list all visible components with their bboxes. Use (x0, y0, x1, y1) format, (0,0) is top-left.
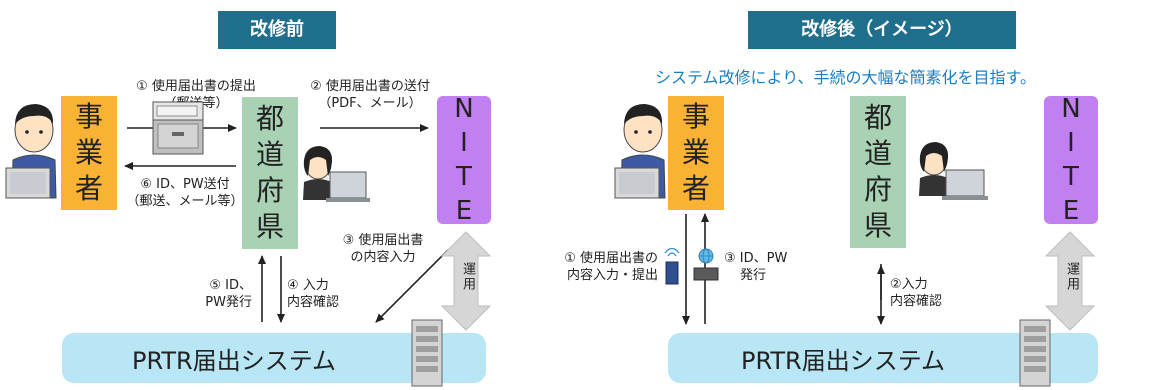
line: ⑥ ID、PW送付 (140, 177, 230, 192)
right-jigyosha-box: 事 業 者 (668, 96, 724, 210)
line: ③ 使用届出書 (342, 233, 424, 248)
line: PW発行 (205, 295, 252, 310)
char: E (1062, 196, 1080, 226)
char: E (455, 196, 473, 226)
left-unyo-arrow (440, 231, 492, 331)
line: 内容入力・提出 (566, 268, 658, 283)
char: N (1061, 94, 1081, 124)
right-system-label: PRTR届出システム (740, 346, 946, 375)
line: ① 使用届出書の (564, 251, 658, 266)
line: ③ ID、PW (724, 251, 788, 266)
line: ②入力 (890, 277, 928, 292)
left-unyo-label: 運用 (460, 262, 475, 292)
operator-woman-icon (919, 142, 988, 200)
char: 事 (681, 100, 710, 133)
left-nite-box: N I T E (437, 94, 491, 226)
businessman-computer-icon (5, 104, 57, 199)
left-step2-label: ② 使用届出書の送付 （PDF、メール） (290, 78, 450, 112)
left-step5-label: ⑤ ID、 PW発行 (180, 277, 252, 311)
char: 府 (255, 174, 284, 207)
right-nite-box: N I T E (1044, 94, 1098, 226)
left-step4-label: ④ 入力 内容確認 (287, 277, 367, 311)
left-header: 改修前 (218, 11, 336, 49)
right-pref-box: 都 道 府 県 (850, 96, 906, 248)
right-step3-label: ③ ID、PW 発行 (724, 250, 814, 284)
char: T (456, 162, 472, 192)
line: 内容確認 (287, 295, 340, 310)
char: I (460, 128, 468, 158)
left-system-label: PRTR届出システム (131, 346, 337, 375)
wifi-router-icon (664, 247, 680, 285)
right-unyo-label: 運用 (1064, 262, 1079, 292)
char: 県 (255, 210, 284, 243)
right-header: 改修後（イメージ） (748, 11, 1016, 49)
line: ② 使用届出書の送付 (310, 79, 430, 94)
businessman-computer-icon (614, 104, 666, 199)
line: （PDF、メール） (318, 96, 422, 111)
char: 都 (255, 102, 284, 135)
right-subtitle: システム改修により、手続の大幅な簡素化を目指す。 (655, 68, 1036, 87)
operator-woman-icon (303, 146, 370, 202)
line: 発行 (740, 268, 767, 283)
document-cabinet-icon (152, 101, 204, 155)
right-step1-label: ① 使用届出書の 内容入力・提出 (530, 250, 658, 284)
left-pref-box: 都 道 府 県 (242, 97, 298, 249)
line: 内容確認 (890, 294, 943, 309)
char: 者 (74, 172, 103, 205)
line: （郵送、メール等） (126, 194, 244, 209)
server-rack-icon (1019, 319, 1051, 387)
line: ⑤ ID、 (209, 278, 252, 293)
char: 事 (74, 100, 103, 133)
char: I (1067, 128, 1075, 158)
left-jigyosha-box: 事 業 者 (61, 96, 117, 210)
char: 府 (863, 173, 892, 206)
char: 都 (863, 101, 892, 134)
char: T (1063, 162, 1079, 192)
char: N (454, 94, 474, 124)
left-arrow-step3 (375, 249, 449, 323)
left-step3-label: ③ 使用届出書 の内容入力 (318, 232, 448, 266)
right-unyo-arrow (1044, 231, 1096, 331)
line: ① 使用届出書の提出 (136, 79, 256, 94)
char: 道 (863, 137, 892, 170)
line: の内容入力 (350, 250, 416, 265)
char: 県 (863, 209, 892, 242)
right-step2-label: ②入力 内容確認 (890, 276, 970, 310)
char: 者 (681, 172, 710, 205)
char: 道 (255, 138, 284, 171)
server-rack-icon (411, 319, 443, 387)
char: 業 (681, 136, 710, 169)
globe-icon (693, 248, 719, 281)
char: 業 (74, 136, 103, 169)
line: ④ 入力 (287, 278, 329, 293)
left-step6-label: ⑥ ID、PW送付 （郵送、メール等） (110, 176, 260, 210)
